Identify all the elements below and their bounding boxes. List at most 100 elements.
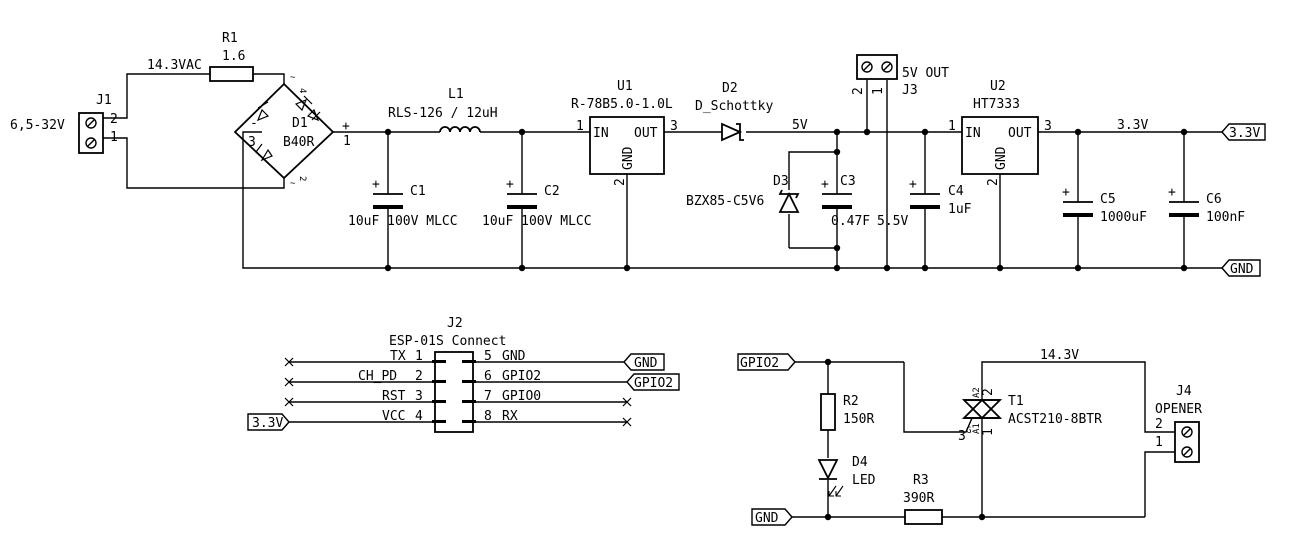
j2-pin-name: GPIO0 bbox=[502, 389, 541, 404]
c2-value: 10uF 100V MLCC bbox=[482, 214, 592, 229]
c3-voltage: 5.5V bbox=[877, 214, 908, 229]
label-j2-gpio2-text: GPIO2 bbox=[634, 376, 673, 391]
r1-ref: R1 bbox=[222, 31, 238, 46]
connector-j4: J4 OPENER 2 1 bbox=[1155, 384, 1202, 463]
j2-pin-name: CH_PD bbox=[358, 369, 397, 384]
regulator-u2: U2 HT7333 IN OUT GND 1 3 2 3.3V bbox=[948, 79, 1148, 186]
diode-d2: D2 D_Schottky 5V bbox=[695, 81, 808, 142]
r3-value: 390R bbox=[903, 491, 934, 506]
r3-ref: R3 bbox=[913, 473, 929, 488]
label-j2-gnd: GND bbox=[623, 353, 665, 371]
j2-pin-num: 8 bbox=[484, 409, 492, 424]
t1-pin1: 1 bbox=[981, 428, 996, 436]
c3-value: 0.47F bbox=[831, 214, 870, 229]
d1-pin-3: 3 bbox=[248, 135, 256, 150]
j2-pin-name: GPIO2 bbox=[502, 369, 541, 384]
j2-pin-name: RX bbox=[502, 409, 518, 424]
inductor-l1: L1 RLS-126 / 12uH bbox=[388, 87, 498, 133]
j2-value: ESP-01S Connect bbox=[389, 334, 506, 349]
regulator-u1: U1 R-78B5.0-1.0L IN OUT GND 1 3 2 bbox=[571, 79, 678, 186]
u1-pin1: 1 bbox=[576, 119, 584, 134]
j2-pin-num: 2 bbox=[415, 369, 423, 384]
capacitor-c4: + C4 1uF bbox=[909, 177, 972, 217]
c5-ref: C5 bbox=[1100, 192, 1116, 207]
capacitor-c5: + C5 1000uF bbox=[1062, 185, 1147, 225]
net-5v: 5V bbox=[792, 118, 808, 133]
c4-value: 1uF bbox=[948, 202, 972, 217]
label-j2-vcc: 3.3V bbox=[247, 413, 290, 431]
connector-j3: 5V OUT J3 2 1 bbox=[851, 54, 949, 98]
d3-value: BZX85-C5V6 bbox=[686, 194, 764, 209]
d1-pin-1: 1 bbox=[343, 134, 351, 149]
c4-ref: C4 bbox=[948, 184, 964, 199]
u1-pin-out: OUT bbox=[634, 126, 658, 141]
label-gnd-out: GND bbox=[1221, 259, 1261, 277]
net-ac-out: 14.3V bbox=[1040, 348, 1079, 363]
j1-pin1: 1 bbox=[110, 130, 118, 145]
j3-value: 5V OUT bbox=[902, 66, 949, 81]
connector-j1: J1 6,5-32V 2 1 bbox=[10, 93, 118, 154]
j1-pin2: 2 bbox=[110, 112, 118, 127]
u2-pin2: 2 bbox=[986, 178, 1001, 186]
j2-pin-num: 5 bbox=[484, 349, 492, 364]
resistor-r1: R1 1.6 14.3VAC bbox=[147, 31, 254, 82]
label-gpio2-in-text: GPIO2 bbox=[740, 356, 779, 371]
c6-ref: C6 bbox=[1206, 192, 1222, 207]
c6-value: 100nF bbox=[1206, 210, 1245, 225]
capacitor-c3: + C3 0.47F 5.5V bbox=[821, 174, 908, 229]
d2-ref: D2 bbox=[722, 81, 738, 96]
d1-pin-ac-bot: ~ bbox=[290, 179, 296, 189]
c3-ref: C3 bbox=[840, 174, 856, 189]
capacitor-c2: + C2 10uF 100V MLCC bbox=[482, 177, 592, 229]
d3-ref: D3 bbox=[773, 174, 789, 189]
d1-pin-plus: + bbox=[342, 119, 350, 134]
u1-pin-in: IN bbox=[593, 126, 609, 141]
u2-pin-out: OUT bbox=[1008, 126, 1032, 141]
u2-pin-in: IN bbox=[965, 126, 981, 141]
wires-triac bbox=[792, 361, 1175, 518]
j2-pin-name: VCC bbox=[382, 409, 405, 424]
capacitor-c1: + C1 10uF 100V MLCC bbox=[348, 177, 458, 229]
junctions bbox=[384, 128, 1188, 521]
u2-pin-gnd: GND bbox=[994, 146, 1009, 170]
r2-ref: R2 bbox=[843, 394, 859, 409]
u2-pin1: 1 bbox=[948, 119, 956, 134]
u1-pin3: 3 bbox=[670, 119, 678, 134]
t1-a2: A2 bbox=[972, 387, 982, 398]
c2-ref: C2 bbox=[544, 184, 560, 199]
j2-pin-num: 4 bbox=[415, 409, 423, 424]
j1-ref: J1 bbox=[96, 93, 112, 108]
d4-ref: D4 bbox=[852, 455, 868, 470]
label-j2-vcc-text: 3.3V bbox=[252, 416, 283, 431]
c2-plus: + bbox=[506, 177, 514, 192]
j2-pin-num: 3 bbox=[415, 389, 423, 404]
capacitor-c6: + C6 100nF bbox=[1168, 185, 1245, 225]
c1-ref: C1 bbox=[410, 184, 426, 199]
zener-d3: D3 BZX85-C5V6 bbox=[686, 174, 800, 213]
triac-t1: T1 ACST210-8BTR 2 A2 1 A1 3 G 14.3V bbox=[957, 348, 1102, 444]
label-gnd-out-text: GND bbox=[1230, 262, 1254, 277]
resistor-r2: R2 150R bbox=[820, 393, 874, 431]
t1-a1: A1 bbox=[972, 423, 982, 434]
t1-value: ACST210-8BTR bbox=[1008, 412, 1102, 427]
c5-value: 1000uF bbox=[1100, 210, 1147, 225]
j3-pin1: 1 bbox=[871, 87, 886, 95]
u1-pin-gnd: GND bbox=[621, 146, 636, 170]
net-ac-in: 14.3VAC bbox=[147, 58, 202, 73]
j2-pin-name: GND bbox=[502, 349, 526, 364]
net-3v3: 3.3V bbox=[1117, 118, 1148, 133]
d4-value: LED bbox=[852, 473, 876, 488]
d2-value: D_Schottky bbox=[695, 99, 773, 114]
d1-value: B40R bbox=[283, 135, 314, 150]
j2-pin-name: RST bbox=[382, 389, 406, 404]
t1-ref: T1 bbox=[1008, 394, 1024, 409]
j4-pin1: 1 bbox=[1155, 435, 1163, 450]
t1-pin3: 3 bbox=[958, 429, 966, 444]
bridge-d1: D1 B40R + 1 - 3 ~ 4 ~ 2 bbox=[233, 73, 351, 189]
j4-ref: J4 bbox=[1176, 384, 1192, 399]
c1-plus: + bbox=[372, 177, 380, 192]
u2-pin3: 3 bbox=[1044, 119, 1052, 134]
c6-plus: + bbox=[1168, 185, 1176, 200]
label-j2-gnd-text: GND bbox=[634, 356, 658, 371]
